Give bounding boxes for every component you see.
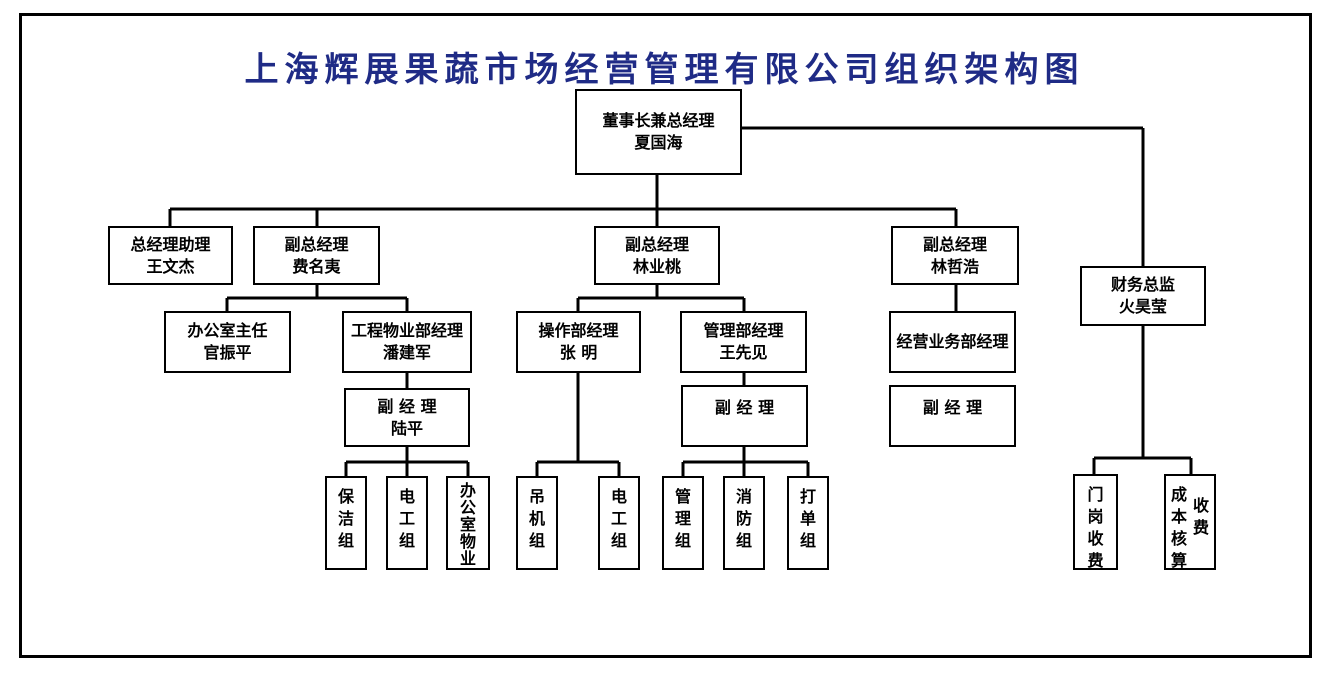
gate-fee-group-char: 岗 <box>1087 507 1104 526</box>
cleaning-group-char: 保 <box>337 487 354 506</box>
cleaning-group-char: 洁 <box>337 509 354 528</box>
cost-accounting-char: 费 <box>1193 518 1210 537</box>
operations-manager-role: 操作部经理 <box>538 321 619 340</box>
engineering-manager-role: 工程物业部经理 <box>350 321 463 340</box>
electrical-group-a-char: 电 <box>398 487 415 506</box>
deputy-lu-role: 副 经 理 <box>377 396 437 416</box>
deputy-lu-name: 陆平 <box>390 418 423 438</box>
cleaning-group-box: 保 洁 组 <box>325 476 367 570</box>
vp-lin-yetao-role: 副总经理 <box>624 234 689 254</box>
electrical-group-a-box: 电 工 组 <box>386 476 428 570</box>
cleaning-group-char: 组 <box>337 531 354 550</box>
business-manager-role: 经营业务部经理 <box>896 332 1009 351</box>
management-group-char: 理 <box>674 509 691 528</box>
fire-group-box: 消 防 组 <box>723 476 765 570</box>
vp-lin-zhehao-box: 副总经理 林哲浩 <box>891 226 1019 285</box>
cost-accounting-char: 算 <box>1170 551 1187 570</box>
management-group-box: 管 理 组 <box>662 476 704 570</box>
crane-group-char: 机 <box>528 509 545 528</box>
vp-lin-zhehao-role: 副总经理 <box>922 234 987 254</box>
cost-accounting-char: 收 <box>1193 496 1210 515</box>
office-property-group-char: 室 <box>459 515 476 534</box>
vp-fei-box: 副总经理 费名夷 <box>253 226 380 285</box>
crane-group-box: 吊 机 组 <box>516 476 558 570</box>
crane-group-char: 吊 <box>528 487 545 506</box>
electrical-group-b-char: 工 <box>610 509 627 528</box>
fire-group-char: 组 <box>735 531 752 550</box>
deputy-lu-box: 副 经 理 陆平 <box>344 388 470 447</box>
vp-lin-yetao-box: 副总经理 林业桃 <box>594 226 720 285</box>
fire-group-char: 防 <box>735 509 752 528</box>
office-property-group-char: 业 <box>459 549 476 568</box>
office-property-group-char: 物 <box>459 532 476 551</box>
cfo-name: 火昊莹 <box>1118 297 1167 316</box>
electrical-group-b-char: 组 <box>610 531 627 550</box>
chairman-role: 董事长兼总经理 <box>602 111 715 130</box>
page-title: 上海辉展果蔬市场经营管理有限公司组织架构图 <box>244 50 1085 90</box>
vp-lin-yetao-name: 林业桃 <box>632 256 681 276</box>
chairman-name: 夏国海 <box>634 133 683 152</box>
gate-fee-group-box: 门 岗 收 费 <box>1073 474 1118 570</box>
billing-group-char: 单 <box>799 509 816 528</box>
cost-accounting-group-box: 成 本 核 算 收 费 <box>1164 474 1216 570</box>
management-manager-name: 王先见 <box>719 343 768 362</box>
business-manager-box: 经营业务部经理 <box>889 311 1016 373</box>
cfo-box: 财务总监 火昊莹 <box>1080 266 1206 326</box>
electrical-group-b-char: 电 <box>610 487 627 506</box>
vp-lin-zhehao-name: 林哲浩 <box>930 256 979 276</box>
diagram-frame <box>19 13 1312 658</box>
electrical-group-a-char: 工 <box>398 509 415 528</box>
fire-group-char: 消 <box>735 487 752 506</box>
crane-group-char: 组 <box>528 531 545 550</box>
office-property-group-char: 公 <box>459 498 476 517</box>
office-director-name: 官振平 <box>203 343 252 362</box>
engineering-manager-box: 工程物业部经理 潘建军 <box>342 311 472 373</box>
cost-accounting-char: 成 <box>1170 485 1187 504</box>
office-director-box: 办公室主任 官振平 <box>164 311 291 373</box>
operations-manager-box: 操作部经理 张 明 <box>516 311 641 373</box>
office-property-group-box: 办 公 室 物 业 <box>446 476 490 570</box>
gm-assistant-box: 总经理助理 王文杰 <box>108 226 233 285</box>
management-group-char: 组 <box>674 531 691 550</box>
cost-accounting-char: 核 <box>1170 529 1187 548</box>
gate-fee-group-char: 收 <box>1087 529 1104 548</box>
cost-accounting-char: 本 <box>1170 507 1187 526</box>
billing-group-box: 打 单 组 <box>787 476 829 570</box>
billing-group-char: 组 <box>799 531 816 550</box>
deputy-business-role: 副 经 理 <box>922 398 983 417</box>
office-property-group-char: 办 <box>459 481 476 500</box>
office-director-role: 办公室主任 <box>187 321 268 340</box>
management-manager-box: 管理部经理 王先见 <box>680 311 807 373</box>
vp-fei-name: 费名夷 <box>292 256 341 276</box>
gate-fee-group-char: 门 <box>1087 485 1104 504</box>
gm-assistant-role: 总经理助理 <box>130 234 211 254</box>
engineering-manager-name: 潘建军 <box>382 343 431 362</box>
deputy-management-role: 副 经 理 <box>714 398 775 417</box>
electrical-group-b-box: 电 工 组 <box>598 476 640 570</box>
gate-fee-group-char: 费 <box>1087 551 1104 570</box>
electrical-group-a-char: 组 <box>398 531 415 550</box>
gm-assistant-name: 王文杰 <box>146 256 195 276</box>
billing-group-char: 打 <box>799 487 816 506</box>
operations-manager-name: 张 明 <box>559 343 598 362</box>
cfo-role: 财务总监 <box>1110 275 1175 294</box>
vp-fei-role: 副总经理 <box>284 234 349 254</box>
management-manager-role: 管理部经理 <box>703 321 784 340</box>
chairman-box: 董事长兼总经理 夏国海 <box>575 89 742 175</box>
deputy-business-box: 副 经 理 <box>889 385 1016 447</box>
deputy-management-box: 副 经 理 <box>681 385 808 447</box>
management-group-char: 管 <box>674 487 691 506</box>
